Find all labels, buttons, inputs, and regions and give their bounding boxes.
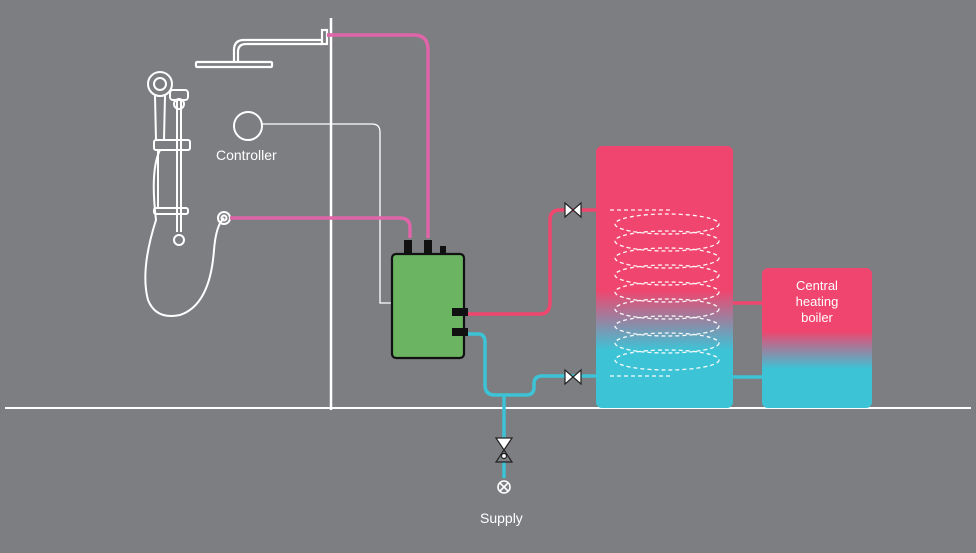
- coil-icon: [610, 209, 720, 377]
- handshower-pipe: [230, 216, 412, 238]
- hot-water-cylinder: [596, 146, 733, 408]
- valve-icon: [564, 368, 582, 386]
- controller-label: Controller: [216, 147, 277, 163]
- isolation-valve-icon: [497, 480, 511, 494]
- hot-supply-pipe: [458, 208, 610, 316]
- showerhead-icon: [194, 28, 329, 69]
- boiler-label-line2: heating: [795, 294, 839, 309]
- check-valve-icon: [494, 437, 514, 463]
- valve-icon: [564, 201, 582, 219]
- mixer-valve-icon: [390, 240, 468, 360]
- boiler-label-line1: Central: [796, 278, 838, 293]
- supply-label: Supply: [480, 510, 523, 526]
- boiler-label-line3: boiler: [801, 310, 833, 325]
- controller-cable: [262, 123, 392, 304]
- boiler-label: Central heating boiler: [764, 278, 870, 326]
- handshower-icon: [144, 71, 231, 317]
- overhead-shower-pipe: [327, 33, 430, 238]
- cold-supply-pipe: [458, 332, 610, 397]
- controller-icon: [233, 111, 263, 141]
- central-heating-boiler: [762, 268, 872, 408]
